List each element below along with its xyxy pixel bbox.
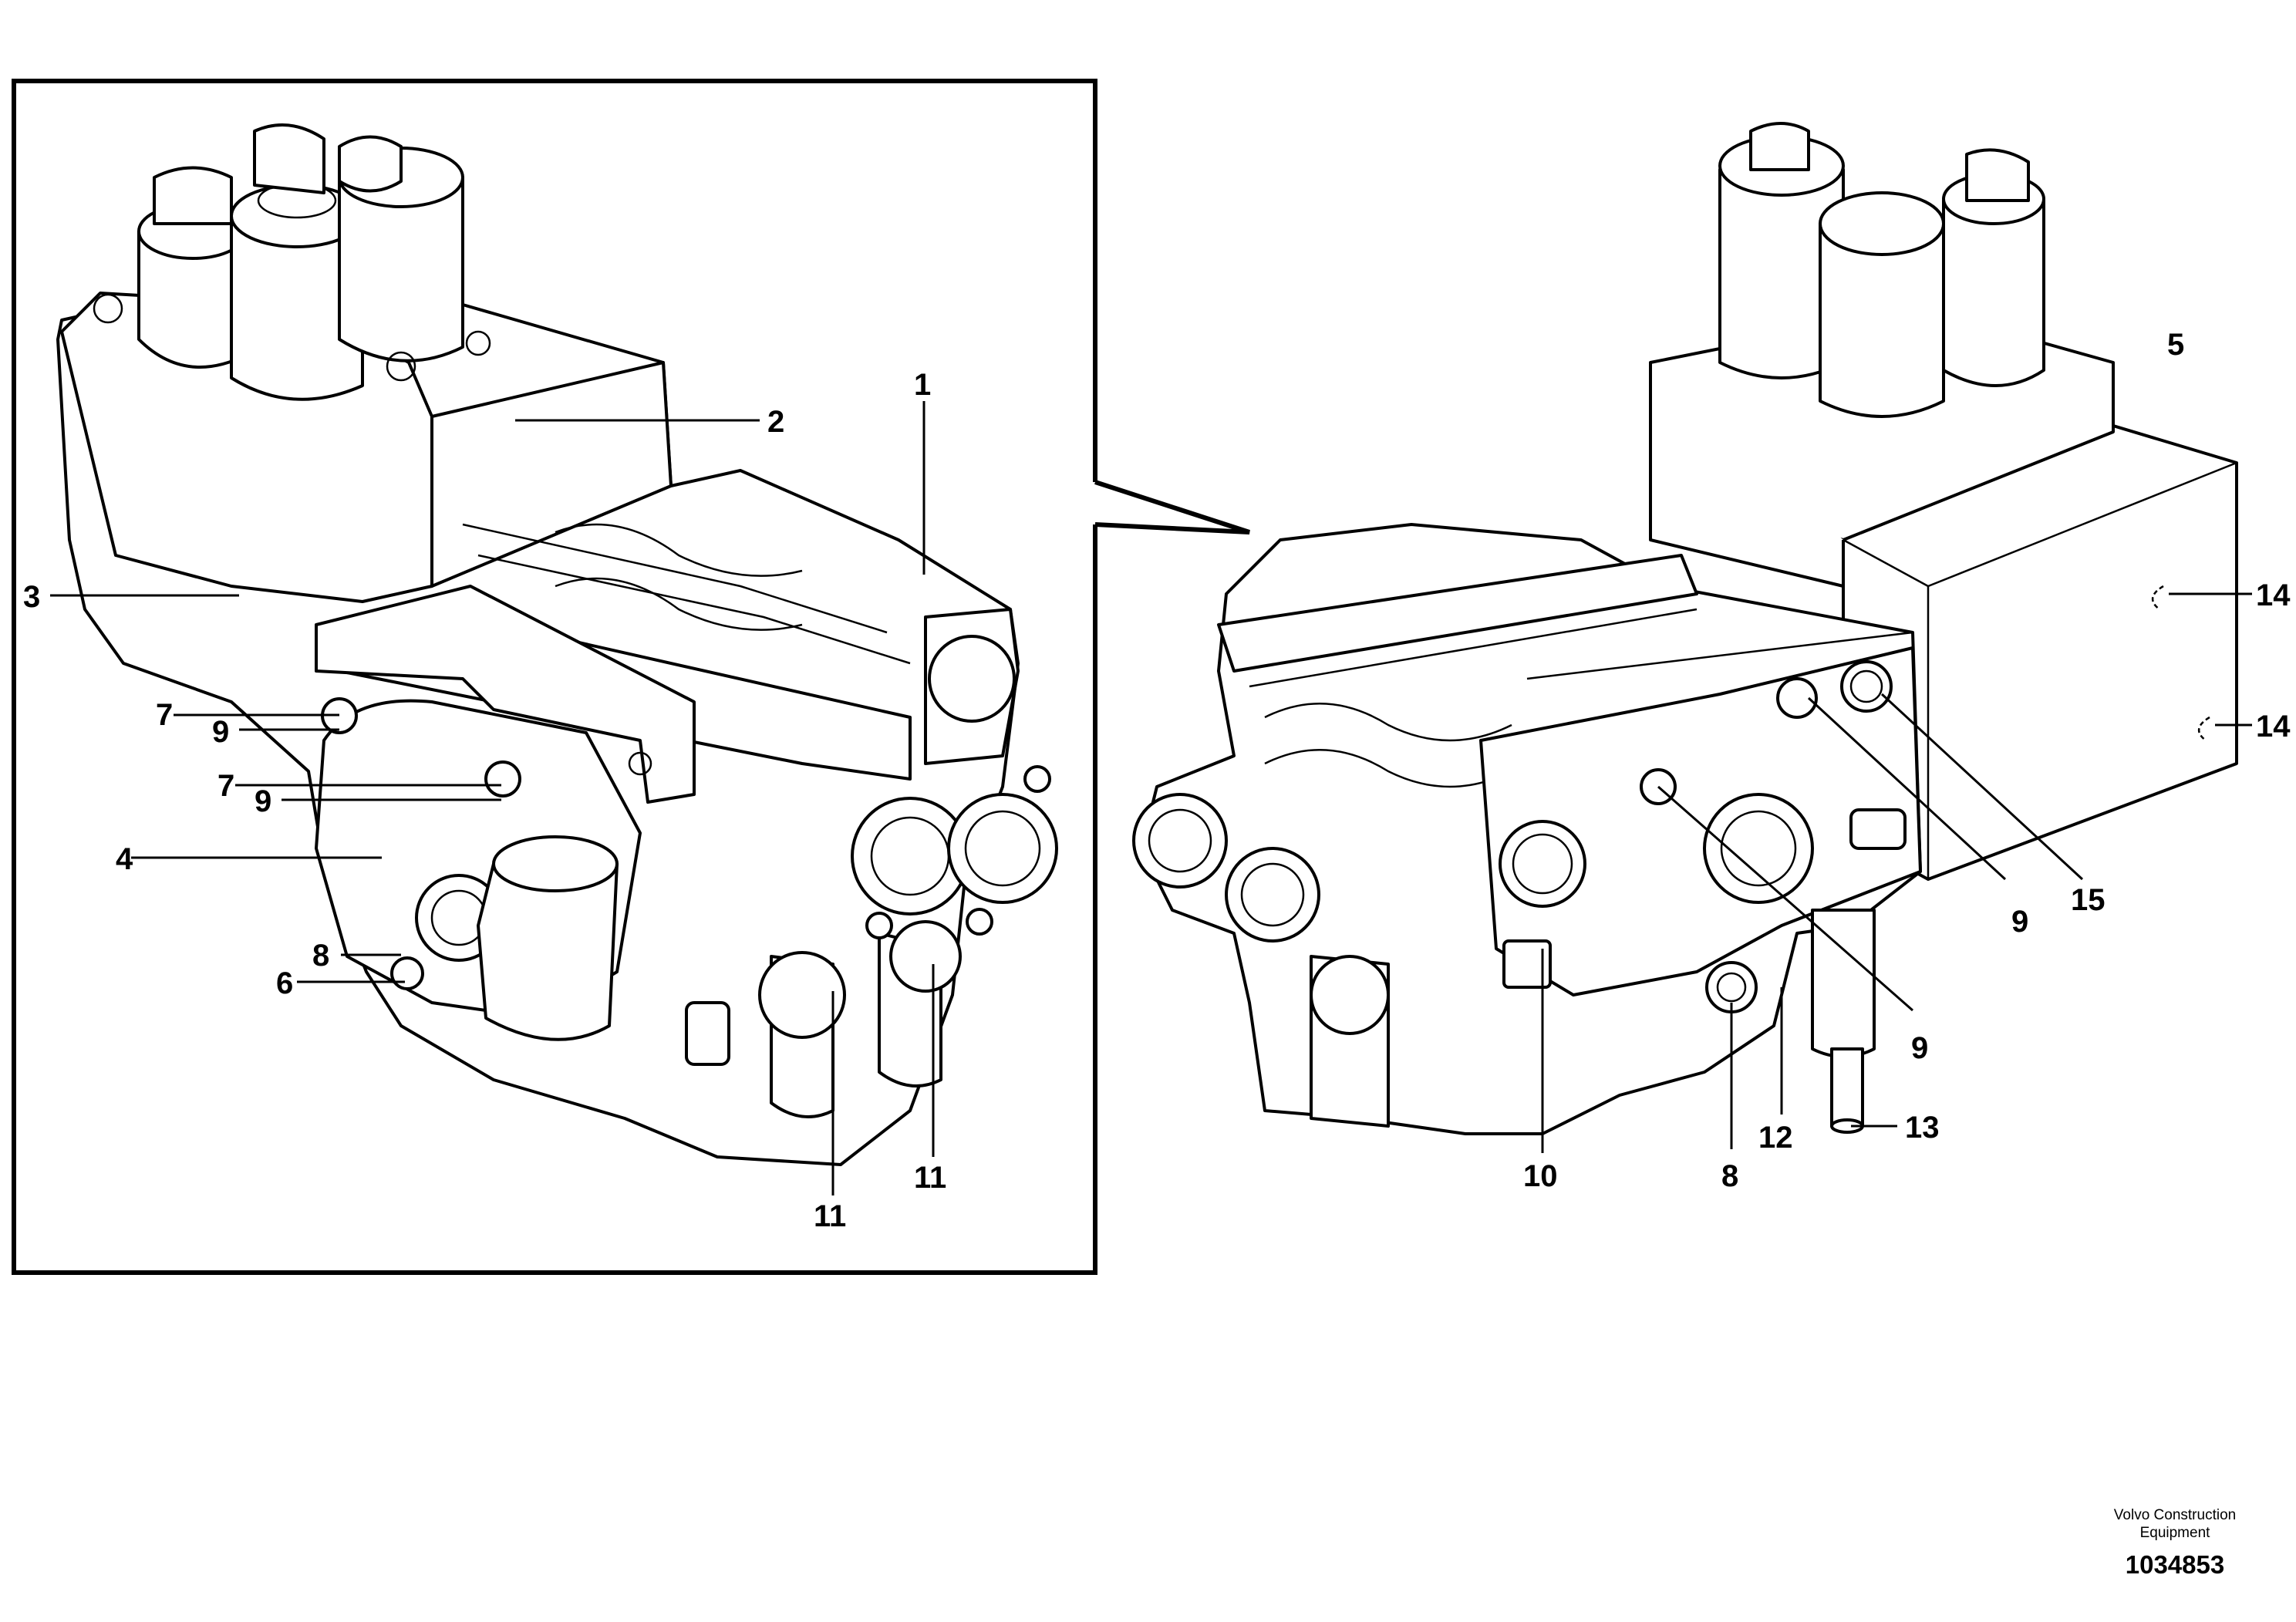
manufacturer-name: Volvo Construction	[2114, 1507, 2236, 1523]
callout-15: 15	[2071, 883, 2106, 917]
callout-1: 1	[914, 368, 931, 402]
callout-8a: 8	[312, 939, 329, 973]
manufacturer-name-line2: Equipment	[2140, 1525, 2211, 1541]
valve-assembly-left	[56, 123, 1058, 1166]
callout-11a: 11	[814, 1199, 846, 1233]
callout-9a: 9	[212, 715, 229, 749]
callout-8b: 8	[1721, 1159, 1738, 1193]
footer-credit: Volvo Construction Equipment 1034853	[2114, 1507, 2236, 1579]
callout-14a: 14	[2256, 578, 2291, 612]
callout-13: 13	[1905, 1111, 1940, 1145]
valve-assembly-right	[1132, 122, 2238, 1135]
callout-11b: 11	[914, 1161, 946, 1195]
callout-labels: 1 2 3 4 7 9 7 9 8 6 11 11 5 14 14 15 9 9…	[23, 328, 2291, 1233]
callout-14b: 14	[2256, 710, 2291, 744]
solenoid-coil	[230, 182, 364, 401]
callout-9d: 9	[1911, 1031, 1928, 1065]
solenoid-coil	[137, 166, 248, 369]
callout-4: 4	[116, 842, 133, 876]
callout-leaders-right	[1541, 592, 2252, 1153]
document-number: 1034853	[2126, 1550, 2224, 1579]
callout-9b: 9	[255, 784, 271, 818]
solenoid-coil	[253, 123, 464, 363]
callout-7b: 7	[217, 769, 234, 803]
detail-frame	[12, 79, 1250, 1275]
callout-leaders-left	[50, 401, 935, 1195]
callout-9c: 9	[2011, 905, 2028, 939]
callout-10: 10	[1523, 1159, 1558, 1193]
callout-12: 12	[1758, 1121, 1793, 1155]
callout-3: 3	[23, 580, 40, 614]
callout-2: 2	[767, 405, 784, 439]
callout-7a: 7	[156, 698, 173, 732]
callout-6: 6	[276, 966, 293, 1000]
callout-5: 5	[2167, 328, 2184, 362]
